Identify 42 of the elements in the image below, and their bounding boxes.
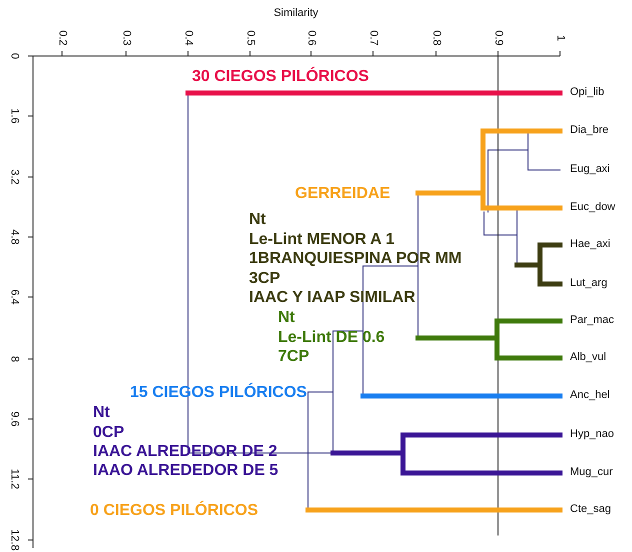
leaf-label: Par_mac [570, 315, 614, 326]
leaf-label: Eug_axi [570, 164, 610, 175]
cluster-annotation: Nt [249, 212, 266, 228]
leaf-label: Mug_cur [570, 467, 613, 478]
tick-label: 9.6 [8, 411, 20, 427]
cluster-annotation: GERREIDAE [295, 186, 390, 202]
leaf-label: Cte_sag [570, 504, 611, 515]
cluster-annotation: Nt [93, 405, 110, 421]
tick-label: 4.8 [8, 229, 20, 245]
cluster-annotation: 0CP [93, 425, 124, 441]
tick-label: 0.7 [368, 30, 378, 46]
tick-label: 0.8 [430, 30, 442, 46]
leaf-label: Dia_bre [570, 125, 609, 136]
tick-label: 0.6 [306, 30, 316, 46]
cluster-annotation: Nt [278, 310, 295, 326]
axis-title: Similarity [274, 8, 318, 19]
tick-label: 8 [8, 356, 20, 362]
cluster-annotation: Le-Lint MENOR A 1 [249, 232, 394, 248]
cluster-annotation: 3CP [249, 271, 280, 287]
tick-label: 11.2 [8, 468, 20, 490]
tick-label: 0 [8, 52, 20, 60]
tick-label: 1 [554, 34, 566, 42]
leaf-label: Hae_axi [570, 239, 610, 250]
cluster-annotation: IAAO ALREDEDOR DE 5 [93, 463, 278, 479]
cluster-annotation: 0 CIEGOS PILÓRICOS [90, 503, 258, 519]
tick-label: 1.6 [8, 108, 20, 124]
leaf-label: Euc_dow [570, 202, 616, 213]
tick-label: 0.5 [244, 30, 256, 46]
cluster-annotation: 30 CIEGOS PILÓRICOS [192, 69, 369, 85]
tick-label: 0.4 [182, 30, 194, 46]
leaf-label: Alb_vul [570, 352, 606, 363]
leaf-label: Hyp_nao [570, 429, 614, 440]
tick-label: 3.2 [8, 169, 20, 185]
leaf-label: Lut_arg [570, 278, 608, 289]
leaf-label: Anc_hel [570, 390, 610, 401]
tick-label: 0.3 [120, 30, 132, 46]
cluster-annotation: 7CP [278, 349, 310, 365]
tick-label: 0.2 [56, 30, 68, 46]
tick-label: 12.8 [8, 529, 20, 551]
tick-label: 6.4 [8, 289, 20, 305]
tick-label: 0.9 [492, 30, 504, 46]
leaf-label: Opi_lib [570, 87, 604, 98]
